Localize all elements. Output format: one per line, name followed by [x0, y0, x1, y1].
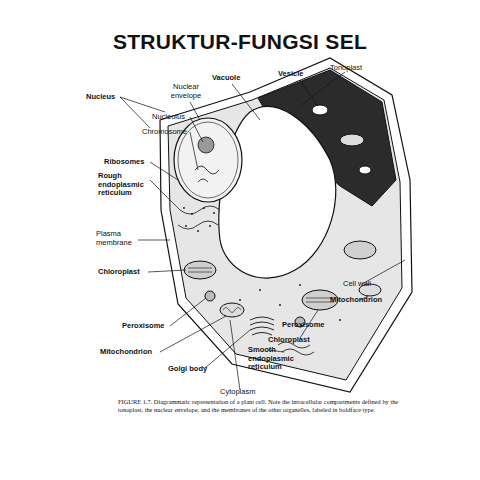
part-label: Vacuole — [212, 74, 252, 83]
leader-lines — [120, 72, 405, 390]
part-label: Chromosome — [142, 128, 197, 137]
part-label: Peroxisome — [282, 321, 334, 330]
chromosome — [195, 166, 219, 182]
diagram-title: STRUKTUR-FUNGSI SEL — [0, 30, 480, 54]
part-label: Chloroplast — [98, 268, 150, 277]
peroxisome-shape — [205, 291, 215, 301]
vesicle — [312, 105, 328, 115]
part-label: Smooth endoplasmic reticulum — [248, 346, 304, 372]
endoplasmic-reticulum — [178, 206, 314, 355]
part-label: Vesicle — [278, 70, 313, 79]
vacuole — [219, 107, 336, 278]
part-label: Plasma membrane — [96, 230, 140, 247]
thylakoid — [306, 298, 334, 302]
golgi-shape — [250, 317, 274, 335]
cristae — [223, 308, 241, 313]
part-label: Nucleolus — [152, 113, 197, 122]
part-label: Chloroplast — [268, 336, 320, 345]
ribosome-dots — [183, 207, 341, 321]
mitochondrion-shape — [340, 134, 364, 146]
part-label: Cell wall — [343, 280, 383, 289]
mitochondrion-shape — [220, 303, 244, 317]
vesicle — [359, 166, 371, 174]
part-label: Peroxisome — [122, 322, 174, 331]
part-label: Golgi body — [168, 365, 218, 374]
part-label: Tonoplast — [330, 64, 375, 73]
chloroplast-shape — [184, 261, 216, 279]
part-label: Mitochondrion — [100, 348, 162, 357]
nucleolus — [198, 137, 214, 153]
cell-wall — [160, 58, 412, 392]
cytoplasm — [168, 68, 402, 380]
part-label: Cytoplasm — [220, 388, 270, 397]
part-label: Mitochondrion — [330, 296, 392, 305]
part-label: Nuclear envelope — [166, 83, 206, 100]
part-label: Ribosomes — [104, 158, 154, 167]
figure-caption: FIGURE 1.7. Diagrammatic representation … — [118, 398, 418, 413]
chloroplast-shape — [344, 241, 376, 259]
thylakoid — [188, 268, 212, 272]
part-label: Rough endoplasmic reticulum — [98, 172, 154, 198]
part-label: Nucleus — [86, 93, 126, 102]
